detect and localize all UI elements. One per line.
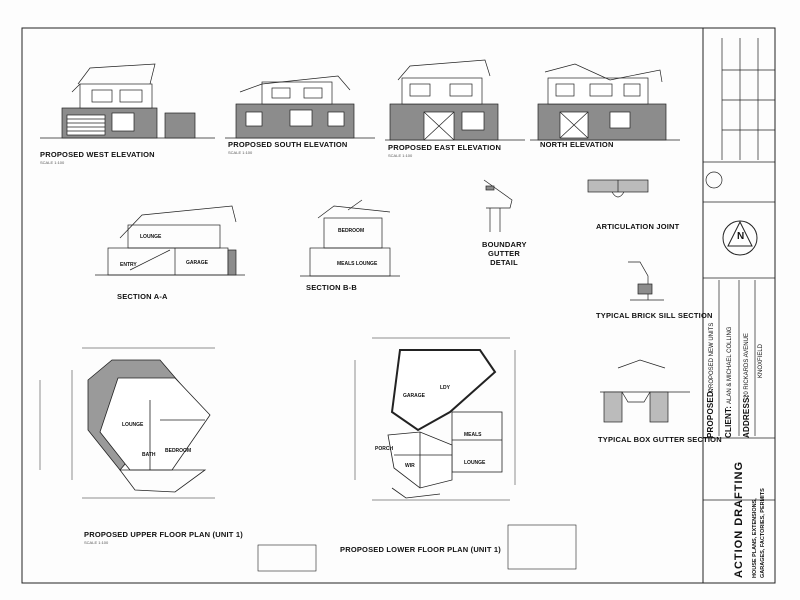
room-entry-section: ENTRY xyxy=(120,262,137,268)
scale-south: SCALE 1:100 xyxy=(228,150,253,155)
lower-floor-plan-drawing xyxy=(354,337,516,501)
west-elevation-drawing xyxy=(40,63,215,139)
address-line2: KNOXFIELD xyxy=(758,343,764,378)
room-meals-lower: MEALS xyxy=(464,432,482,438)
north-letter: N xyxy=(737,231,745,242)
upper-floor-plan-drawing xyxy=(39,347,215,499)
address-label: ADDRESS: xyxy=(742,394,751,438)
boundary-gutter-drawing xyxy=(483,179,513,232)
room-lounge-upper: LOUNGE xyxy=(122,422,144,428)
room-meals-lounge-section: MEALS LOUNGE xyxy=(337,261,378,267)
north-arrow-icon xyxy=(722,220,758,256)
title-east-elevation: PROPOSED EAST ELEVATION xyxy=(388,143,502,152)
title-lower-floor-plan: PROPOSED LOWER FLOOR PLAN (UNIT 1) xyxy=(340,545,501,554)
room-lounge-section: LOUNGE xyxy=(140,234,162,240)
room-porch-lower: PORCH xyxy=(375,446,394,452)
scale-upper: SCALE 1:100 xyxy=(84,540,109,545)
proposed-value: PROPOSED NEW UNITS xyxy=(709,322,715,392)
section-bb-drawing xyxy=(300,199,400,277)
proposed-label: PROPOSED: xyxy=(706,388,715,438)
title-brick-sill: TYPICAL BRICK SILL SECTION xyxy=(596,311,713,320)
box-gutter-drawing xyxy=(600,359,690,423)
title-articulation-joint: ARTICULATION JOINT xyxy=(596,222,680,231)
room-ldy-lower: LDY xyxy=(440,385,450,391)
title-section-bb: SECTION B-B xyxy=(306,283,357,292)
room-garage-lower: GARAGE xyxy=(403,393,425,399)
title-boundary-gutter: BOUNDARY GUTTER DETAIL xyxy=(482,240,527,267)
scale-east: SCALE 1:100 xyxy=(388,153,413,158)
room-bedroom-upper: BEDROOM xyxy=(165,448,192,454)
title-south-elevation: PROPOSED SOUTH ELEVATION xyxy=(228,140,348,149)
title-block xyxy=(703,38,775,501)
firm-name: ACTION DRAFTING xyxy=(733,460,745,578)
scale-west: SCALE 1:100 xyxy=(40,160,65,165)
room-garage-section: GARAGE xyxy=(186,260,208,266)
client-label: CLIENT: xyxy=(724,405,733,438)
room-bath-upper: BATH xyxy=(142,452,156,458)
east-elevation-drawing xyxy=(385,59,525,141)
sheet-border xyxy=(21,27,776,584)
client-value: ALAN & MICHAEL COLLING xyxy=(727,326,733,404)
title-north-elevation: NORTH ELEVATION xyxy=(540,140,614,149)
address-line1: 20 RICKARDS AVENUE xyxy=(744,333,750,398)
brick-sill-drawing xyxy=(628,261,664,301)
room-bedroom-section: BEDROOM xyxy=(338,228,365,234)
title-west-elevation: PROPOSED WEST ELEVATION xyxy=(40,150,155,159)
firm-tagline-2: GARAGES, FACTORIES, PERMITS xyxy=(760,488,766,578)
title-upper-floor-plan: PROPOSED UPPER FLOOR PLAN (UNIT 1) xyxy=(84,530,243,539)
roof-note-box xyxy=(257,544,317,572)
title-section-aa: SECTION A-A xyxy=(117,292,168,301)
firm-tagline-1: HOUSE PLANS, EXTENSIONS, xyxy=(752,498,758,578)
section-aa-drawing xyxy=(95,205,245,276)
compartment-note-box xyxy=(507,524,577,570)
north-elevation-drawing xyxy=(530,63,680,141)
room-lounge-lower: LOUNGE xyxy=(464,460,486,466)
title-box-gutter: TYPICAL BOX GUTTER SECTION xyxy=(598,435,722,444)
room-wir-lower: WIR xyxy=(405,463,415,469)
articulation-joint-drawing xyxy=(587,179,649,198)
south-elevation-drawing xyxy=(225,75,375,139)
